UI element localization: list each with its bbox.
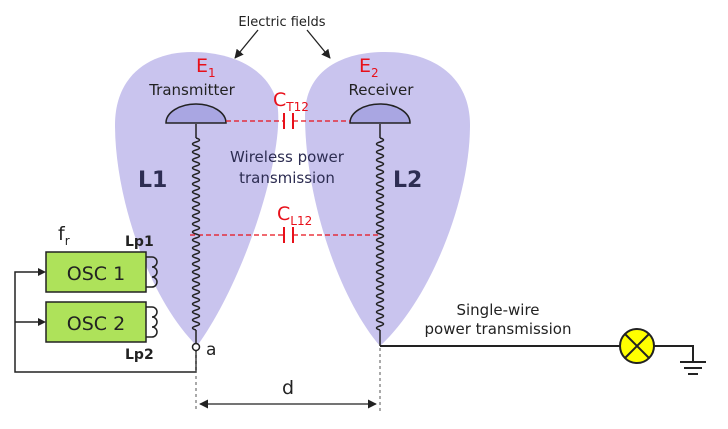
coil-l1 <box>191 137 201 331</box>
fr-label: fr <box>58 223 70 248</box>
wireless-label-line2: transmission <box>239 169 335 187</box>
lamp-icon <box>619 328 655 364</box>
l1-label: L1 <box>138 168 167 193</box>
osc2-input-arrow <box>38 318 46 326</box>
osc2-label: OSC 2 <box>67 313 125 335</box>
ground-icon <box>654 345 706 375</box>
single-wire-label-line1: Single-wire <box>456 301 539 319</box>
e1-label: E1 <box>196 55 216 80</box>
osc1-box <box>45 251 147 293</box>
cl12-label: CL12 <box>277 203 312 228</box>
e2-label: E2 <box>359 55 379 80</box>
lp1-coil <box>146 256 158 288</box>
osc2-box <box>45 301 147 343</box>
electric-field-arrow-left <box>234 29 259 59</box>
node-a-label: a <box>206 340 216 360</box>
lp2-coil <box>146 306 158 338</box>
single-wire-label-line2: power transmission <box>425 320 572 338</box>
lp1-label: Lp1 <box>125 234 154 250</box>
l2-label: L2 <box>393 168 422 193</box>
receiver-plate <box>349 103 411 124</box>
osc1-label: OSC 1 <box>67 263 125 285</box>
electric-field-arrow-right <box>306 29 331 59</box>
electric-fields-label: Electric fields <box>238 15 325 30</box>
osc1-input-arrow <box>38 268 46 276</box>
wireless-label-line1: Wireless power <box>230 148 345 166</box>
coil-l2 <box>375 137 385 331</box>
ct12-label: CT12 <box>273 89 309 114</box>
lp2-label: Lp2 <box>125 347 154 363</box>
transmitter-plate <box>165 103 227 124</box>
receiver-label: Receiver <box>349 81 415 99</box>
node-a <box>191 342 201 352</box>
distance-label: d <box>282 377 294 399</box>
field-lobe-transmitter <box>115 52 279 346</box>
transmitter-label: Transmitter <box>148 81 235 99</box>
field-lobe-receiver <box>305 52 470 346</box>
